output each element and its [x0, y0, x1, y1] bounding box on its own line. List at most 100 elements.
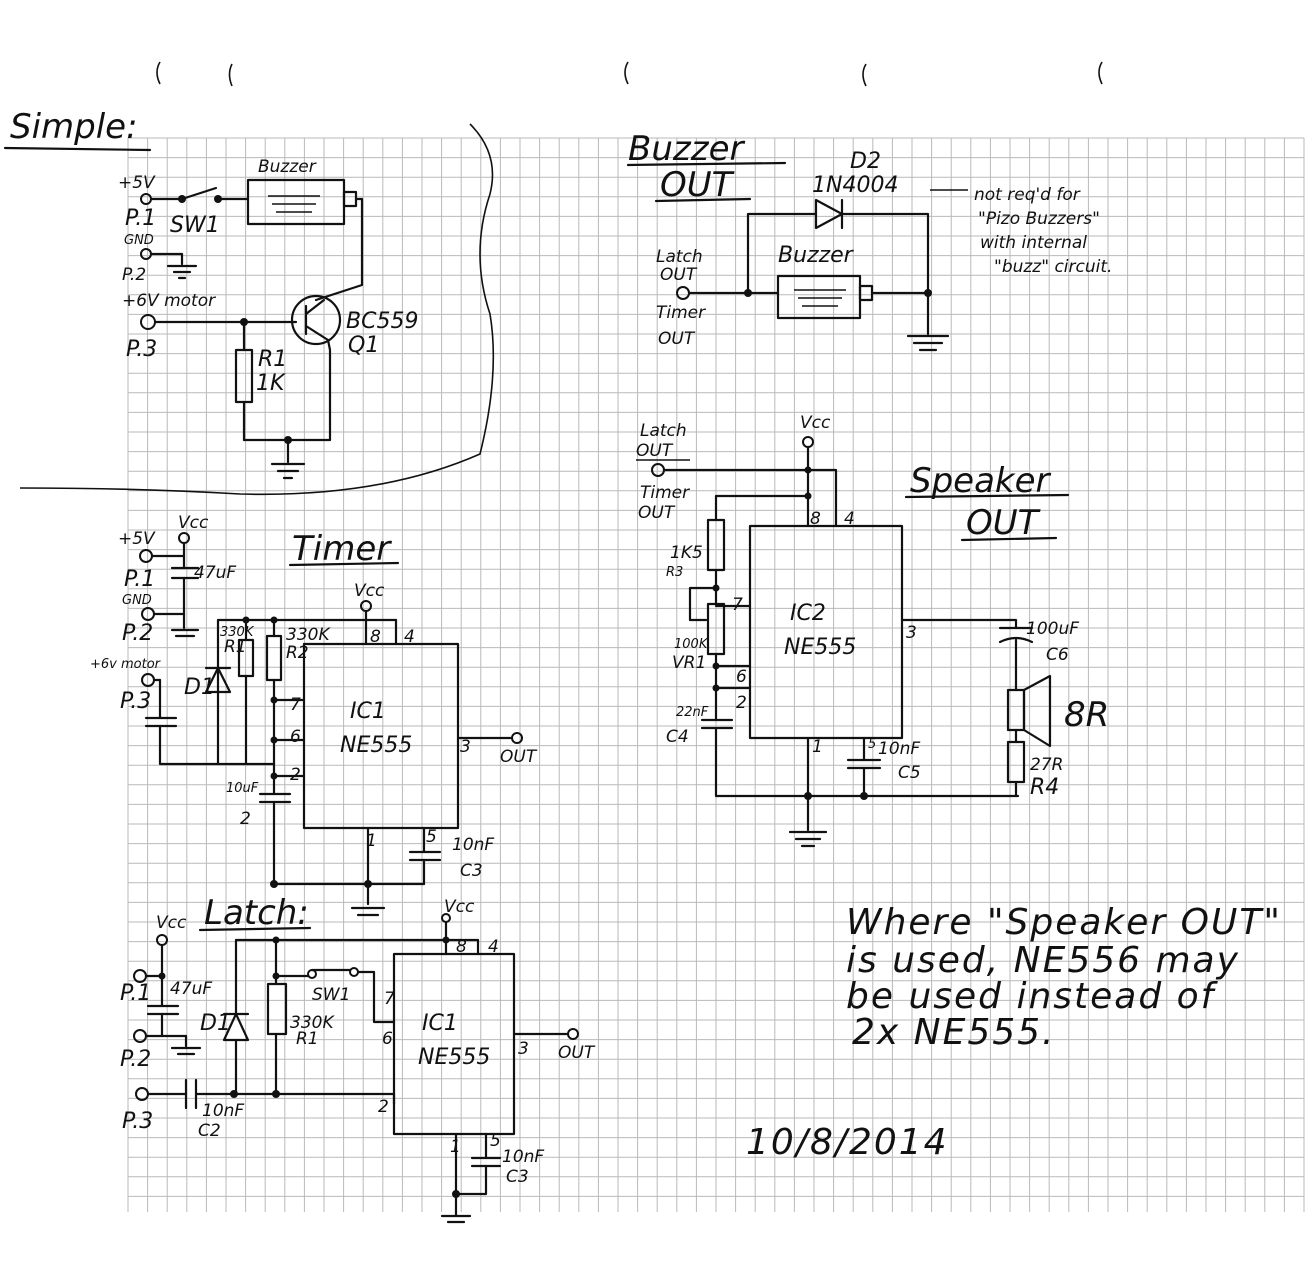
- latch-circuit: Latch: Vcc P.1 47uF P.2 P.3 10nF C2 D1: [120, 893, 596, 1224]
- speaker-out-circuit: Speaker OUT Latch OUT Timer OUT Vcc 1K5 …: [636, 413, 1109, 848]
- spk-vcc: Vcc: [800, 413, 831, 433]
- spk-timer-out-1: Timer: [640, 483, 690, 503]
- label-p1: P.1: [125, 206, 156, 231]
- spk-r4: R4: [1030, 775, 1059, 800]
- latch-vcc-left: Vcc: [156, 913, 187, 933]
- spk-pin5: 5: [868, 737, 876, 752]
- spk-c5: C5: [898, 763, 921, 783]
- label-buzzer: Buzzer: [258, 157, 317, 177]
- label-1n4004: 1N4004: [812, 173, 898, 198]
- date: 10/8/2014: [746, 1122, 949, 1163]
- latch-c2-val: 10nF: [202, 1101, 244, 1121]
- latch-sw1: SW1: [312, 985, 350, 1005]
- spk-pin4: 4: [844, 509, 855, 529]
- punch-marks: [156, 61, 1103, 87]
- note-line1: Where "Speaker OUT": [846, 902, 1282, 943]
- label-r1: R1: [258, 347, 287, 372]
- spk-pin6: 6: [736, 667, 747, 687]
- timer-out: OUT: [500, 747, 538, 767]
- spk-latch-out-1: Latch: [640, 421, 687, 441]
- note-line2: "Pizo Buzzers": [978, 209, 1100, 229]
- buzzer-body: [246, 178, 346, 226]
- timer-vcc-left: Vcc: [178, 513, 209, 533]
- transistor-q1: [290, 294, 342, 346]
- timer-pin2: 2: [290, 765, 301, 785]
- latch-r1-val: 330K: [290, 1013, 335, 1033]
- timer-circuit: Timer Vcc +5V 47uF P.1 GND P.2 +6v motor…: [90, 513, 538, 917]
- timer-pin3: 3: [460, 737, 471, 757]
- latch-pin6: 6: [382, 1029, 393, 1049]
- spk-pin8: 8: [810, 509, 821, 529]
- note-line4: "buzz" circuit.: [994, 257, 1112, 277]
- spk-c4-val: 22nF: [676, 705, 709, 720]
- latch-r1-label: R1: [296, 1029, 319, 1049]
- timer-pin4: 4: [404, 627, 415, 647]
- label-plus6v: +6V motor: [122, 291, 216, 311]
- timer-pin5: 5: [426, 827, 437, 847]
- latch-out: OUT: [558, 1043, 596, 1063]
- ic1-latch-chip: [392, 952, 516, 1136]
- spk-pin3: 3: [906, 623, 917, 643]
- spk-timer-out-2: OUT: [638, 503, 676, 523]
- latch-c2: C2: [198, 1121, 221, 1141]
- timer-pin8: 8: [370, 627, 381, 647]
- terminal-p1: [140, 193, 152, 205]
- timer-d1: D1: [184, 675, 215, 700]
- timer-c2-val: 10uF: [226, 781, 259, 796]
- buzzer-body-2: [776, 274, 862, 320]
- resistor-r1: [234, 348, 254, 404]
- timer-gnd: GND: [122, 593, 152, 608]
- latch-vcc-chip: Vcc: [444, 897, 475, 917]
- latch-pin2: 2: [378, 1097, 389, 1117]
- label-d2: D2: [850, 149, 881, 174]
- spk-vr1-label: VR1: [672, 653, 706, 673]
- label-q1: Q1: [348, 333, 379, 358]
- timer-p2: P.2: [122, 621, 153, 646]
- spk-c4: C4: [666, 727, 689, 747]
- spk-c6: C6: [1046, 645, 1069, 665]
- spk-c6-val: 100uF: [1026, 619, 1079, 639]
- spk-pin1: 1: [812, 737, 823, 757]
- spk-8r: 8R: [1064, 695, 1109, 735]
- note-line2: is used, NE556 may: [846, 940, 1240, 981]
- spk-c5-val: 10nF: [878, 739, 920, 759]
- heading-simple: Simple:: [10, 107, 138, 147]
- label-buzzer-2: Buzzer: [778, 243, 855, 268]
- spk-vr1-val: 100K: [674, 637, 709, 652]
- buzzer-out-circuit: Buzzer OUT D2 1N4004 not req'd for "Pizo…: [626, 129, 1112, 352]
- timer-c2-label: 2: [240, 809, 251, 829]
- latch-r1: [266, 982, 288, 1036]
- speaker-cone: [1022, 674, 1052, 748]
- spk-chip-name: NE555: [784, 635, 856, 660]
- spk-latch-out-2: OUT: [636, 441, 674, 461]
- heading-speaker-out-2: OUT: [966, 503, 1041, 543]
- note-line1: not req'd for: [974, 185, 1081, 205]
- latch-cap1: 47uF: [170, 979, 212, 999]
- note-line3: with internal: [980, 233, 1087, 253]
- timer-cap1: 47uF: [194, 563, 236, 583]
- timer-p3: P.3: [120, 689, 151, 714]
- timer-pin7: 7: [290, 695, 301, 715]
- latch-pin7: 7: [384, 989, 395, 1009]
- latch-ic-name: IC1: [422, 1011, 458, 1036]
- footnote: Where "Speaker OUT" is used, NE556 may b…: [746, 902, 1282, 1163]
- note-line3: be used instead of: [846, 976, 1219, 1017]
- spk-r3-label: R3: [666, 565, 683, 580]
- label-latch-out-2: OUT: [660, 265, 698, 285]
- timer-r2: [265, 634, 283, 682]
- latch-p2: P.2: [120, 1047, 151, 1072]
- latch-pin3: 3: [518, 1039, 529, 1059]
- timer-chip-name: NE555: [340, 733, 412, 758]
- spk-pin2: 2: [736, 693, 747, 713]
- label-plus5v: +5V: [118, 173, 156, 193]
- timer-r2-val: 330K: [286, 625, 331, 645]
- heading-buzzer-out-2: OUT: [660, 165, 735, 205]
- latch-pin5: 5: [490, 1131, 501, 1151]
- latch-p3: P.3: [122, 1109, 153, 1134]
- label-p3: P.3: [126, 337, 157, 362]
- latch-pin4: 4: [488, 937, 499, 957]
- label-sw1: SW1: [170, 213, 220, 238]
- ic1-timer-chip: [302, 642, 460, 830]
- timer-p1: P.1: [124, 567, 155, 592]
- timer-vcc-chip: Vcc: [354, 581, 385, 601]
